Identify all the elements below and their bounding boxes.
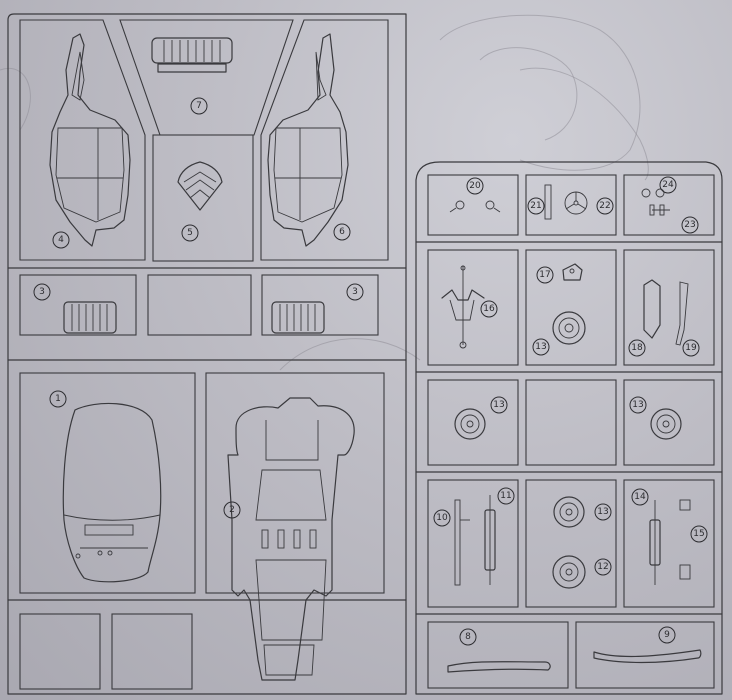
part-label-13c: 13 <box>629 396 647 414</box>
part-label-13c-text: 13 <box>632 400 643 410</box>
part-1-body <box>62 402 162 583</box>
part-label-3-left-text: 3 <box>39 287 45 297</box>
right-grid-cells <box>427 174 715 689</box>
part-label-7: 7 <box>190 97 208 115</box>
part-label-12: 12 <box>594 558 612 576</box>
part-4-door-left <box>49 33 131 247</box>
part-label-22-text: 22 <box>599 201 610 211</box>
part-label-4: 4 <box>52 231 70 249</box>
part-label-18: 18 <box>628 339 646 357</box>
part-label-6: 6 <box>333 223 351 241</box>
part-label-6-text: 6 <box>339 227 345 237</box>
part-label-3-right: 3 <box>346 283 364 301</box>
part-label-16: 16 <box>480 300 498 318</box>
part-10-11-shafts <box>454 495 496 586</box>
part-label-20: 20 <box>466 177 484 195</box>
left-third-row <box>19 372 385 594</box>
part-14-15-small <box>649 499 691 585</box>
part-label-7-text: 7 <box>196 101 202 111</box>
part-label-14: 14 <box>631 488 649 506</box>
part-label-15-text: 15 <box>693 529 704 539</box>
part-label-2: 2 <box>223 501 241 519</box>
part-label-23: 23 <box>681 216 699 234</box>
part-label-24: 24 <box>659 176 677 194</box>
part-label-15: 15 <box>690 525 708 543</box>
part-label-21-text: 21 <box>530 201 541 211</box>
part-label-13a-text: 13 <box>535 342 546 352</box>
part-label-9-text: 9 <box>664 630 670 640</box>
part-label-18-text: 18 <box>631 343 643 353</box>
part-21-22-steering <box>544 184 588 220</box>
part-8-bumper <box>447 661 551 673</box>
part-label-8: 8 <box>459 628 477 646</box>
part-label-1: 1 <box>49 390 67 408</box>
part-label-22: 22 <box>596 197 614 215</box>
part-18-19-fenders <box>643 279 689 346</box>
part-label-19-text: 19 <box>685 343 697 353</box>
part-label-13b: 13 <box>490 396 508 414</box>
part-label-24-text: 24 <box>662 180 674 190</box>
part-13-wheel-a <box>454 408 486 440</box>
part-13-12-wheels <box>552 496 586 589</box>
part-20-mirrors <box>449 200 501 213</box>
part-label-9: 9 <box>658 626 676 644</box>
part-label-19: 19 <box>682 339 700 357</box>
part-9-bumper <box>593 649 702 664</box>
background-ghost-shapes <box>0 14 649 371</box>
left-bottom-row <box>19 613 193 690</box>
left-part-numbers: 7 5 4 6 3 3 1 2 <box>33 97 364 519</box>
left-top-row <box>19 19 389 262</box>
part-label-13a: 13 <box>532 338 550 356</box>
part-label-12-text: 12 <box>597 562 608 572</box>
part-label-17: 17 <box>536 266 554 284</box>
part-label-16-text: 16 <box>483 304 495 314</box>
part-label-5: 5 <box>181 224 199 242</box>
right-part-numbers: 20 21 22 24 23 16 17 13 18 19 13 13 10 1… <box>433 176 708 646</box>
part-23-24-levers <box>641 188 670 216</box>
part-label-10: 10 <box>433 509 451 527</box>
part-7-grille <box>151 37 233 73</box>
part-label-3-left: 3 <box>33 283 51 301</box>
part-label-4-text: 4 <box>58 235 64 245</box>
part-16-axle <box>441 265 485 349</box>
part-label-2-text: 2 <box>229 505 235 515</box>
part-label-1-text: 1 <box>55 394 61 404</box>
part-13-wheel-b <box>650 408 682 440</box>
part-label-13d-text: 13 <box>597 507 608 517</box>
part-label-20-text: 20 <box>469 181 481 191</box>
part-label-23-text: 23 <box>684 220 695 230</box>
right-sprue-frame <box>415 161 723 695</box>
part-17-13-wheel <box>552 263 586 345</box>
part-label-14-text: 14 <box>634 492 646 502</box>
part-label-10-text: 10 <box>436 513 448 523</box>
part-label-8-text: 8 <box>465 632 471 642</box>
part-label-17-text: 17 <box>539 270 550 280</box>
part-label-21: 21 <box>527 197 545 215</box>
left-second-row <box>19 274 379 336</box>
part-3-lamp-left <box>63 301 117 334</box>
part-label-3-right-text: 3 <box>352 287 358 297</box>
part-label-5-text: 5 <box>187 228 193 238</box>
part-5-emblem <box>177 161 223 211</box>
part-label-11-text: 11 <box>500 491 511 501</box>
part-label-13b-text: 13 <box>493 400 504 410</box>
part-label-13d: 13 <box>594 503 612 521</box>
part-3-lamp-right <box>271 301 325 334</box>
part-2-chassis <box>227 397 355 681</box>
left-sprue-frame <box>7 13 407 695</box>
part-6-door-right <box>267 33 349 247</box>
part-label-11: 11 <box>497 487 515 505</box>
